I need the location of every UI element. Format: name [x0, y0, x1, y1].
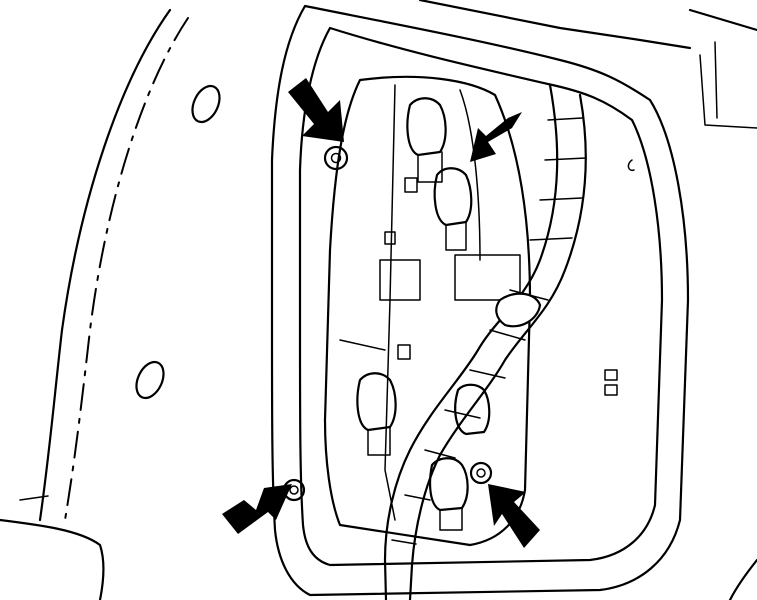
arrow-down-left-icon [470, 112, 522, 162]
callout-arrows [222, 78, 540, 548]
lamp-aperture-frame [270, 4, 690, 597]
arrow-down-right-icon [288, 78, 344, 142]
arrow-up-right-icon [222, 484, 292, 534]
body-mounting-holes [135, 84, 635, 400]
retaining-clips [379, 177, 618, 396]
bulb-holders [356, 97, 491, 531]
nut-upper-left [323, 145, 349, 171]
nut-lower-right [469, 461, 493, 485]
wiring-harness [383, 83, 587, 600]
arrow-up-left-icon [488, 484, 540, 548]
mounting-nuts [282, 145, 493, 502]
